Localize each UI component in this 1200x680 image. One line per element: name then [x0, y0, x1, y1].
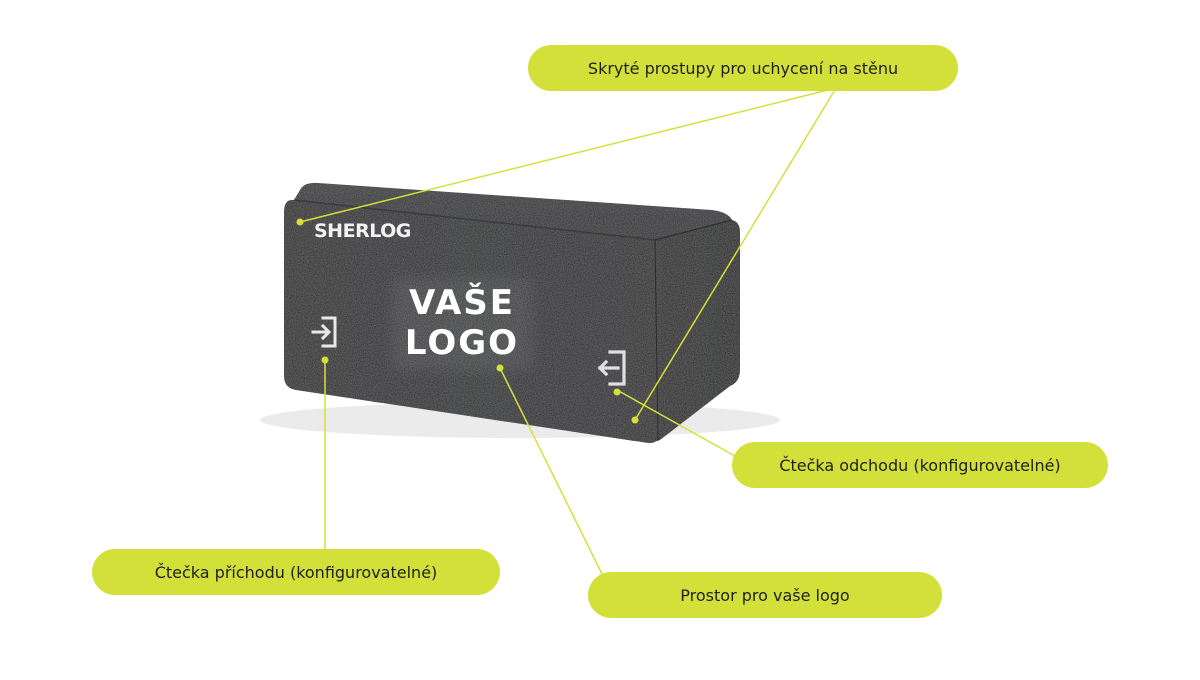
logo-placeholder: VAŠE LOGO: [398, 280, 526, 366]
callout-logo-space: Prostor pro vaše logo: [588, 572, 942, 618]
callout-wall-mount: Skryté prostupy pro uchycení na stěnu: [528, 45, 958, 91]
brand-logo: SHERLOG: [314, 220, 411, 242]
callout-exit-reader: Čtečka odchodu (konfigurovatelné): [732, 442, 1108, 488]
callout-entry-reader: Čtečka příchodu (konfigurovatelné): [92, 549, 500, 595]
entry-icon: [311, 316, 337, 348]
logo-line-2: LOGO: [404, 323, 520, 363]
logo-line-1: VAŠE: [408, 283, 516, 323]
